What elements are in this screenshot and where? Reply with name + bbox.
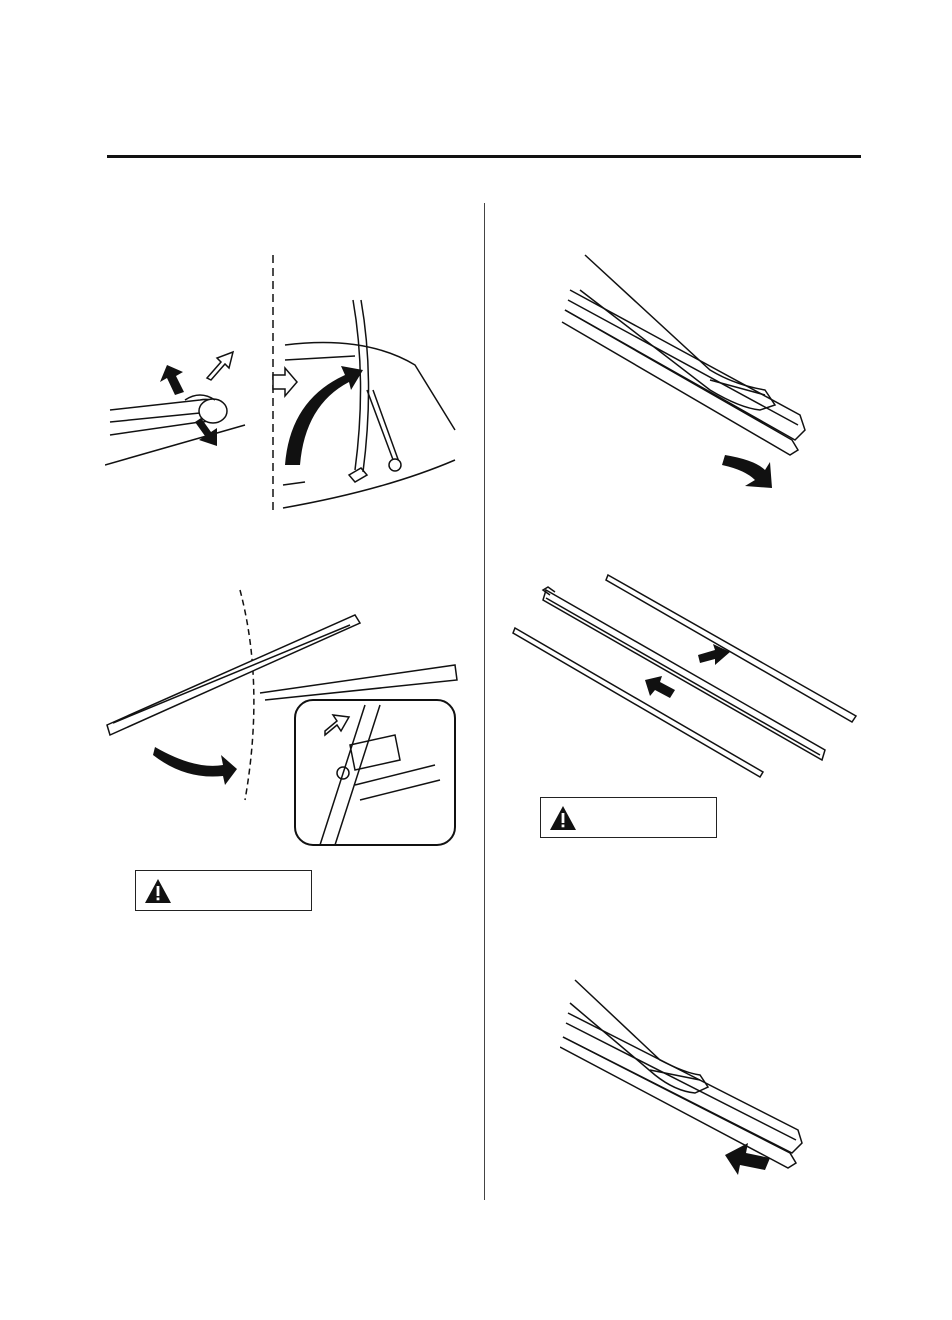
column-divider — [484, 203, 485, 1200]
warning-triangle-icon — [145, 879, 171, 903]
wiper-blade-removal-illustration — [106, 589, 458, 846]
wiper-blade-rubber-reinsert-illustration — [560, 979, 803, 1175]
warning-box-right — [540, 797, 717, 838]
warning-triangle-icon — [550, 806, 576, 830]
warning-box-left — [135, 870, 312, 911]
wiper-rubber-strips-insert-illustration — [512, 573, 858, 779]
wiper-arm-release-illustration — [105, 255, 456, 512]
wiper-blade-rubber-pull-illustration — [561, 254, 806, 488]
header-rule — [107, 155, 861, 158]
